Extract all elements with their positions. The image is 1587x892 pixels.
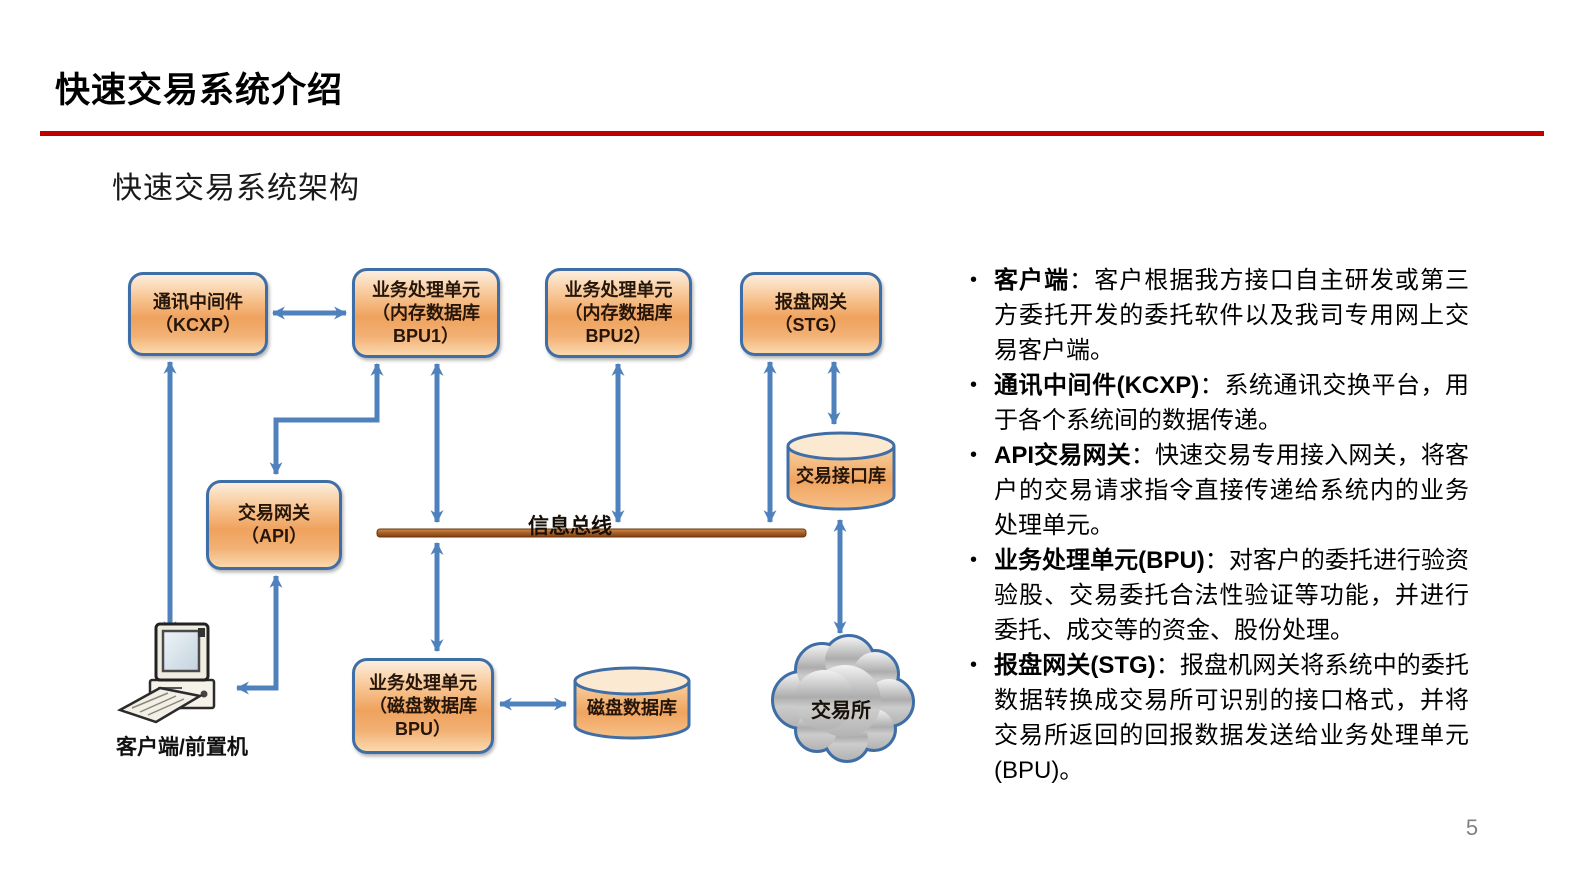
node-stg-label: 报盘网关 （STG） — [774, 292, 848, 335]
term-description: ：报盘机网关将系统中的委托数据转换成交易所可识别的接口格式，并将交易所返回的回报… — [994, 652, 1469, 784]
page-title: 快速交易系统介绍 — [55, 71, 344, 110]
node-bpu-disk-label: 业务处理单元 （磁盘数据库 BPU） — [369, 672, 477, 739]
page-number: 5 — [1465, 815, 1479, 840]
node-bpu-disk: 业务处理单元 （磁盘数据库 BPU） — [352, 658, 494, 754]
client-terminal-label: 客户端/前置机 — [116, 736, 248, 759]
list-item: 通讯中间件(KCXP)：系统通讯交换平台，用于各个系统间的数据传递。 — [967, 368, 1469, 438]
node-bpu2-label: 业务处理单元 （内存数据库 BPU2） — [564, 279, 673, 346]
node-bpu1: 业务处理单元 （内存数据库 BPU1） — [352, 268, 500, 358]
term: 通讯中间件(KCXP) — [994, 372, 1200, 399]
interface-db-cylinder-shape — [786, 431, 896, 511]
node-stg: 报盘网关 （STG） — [740, 272, 882, 356]
term-description: ：系统通讯交换平台，用于各个系统间的数据传递。 — [994, 372, 1470, 434]
node-bpu1-label: 业务处理单元 （内存数据库 BPU1） — [372, 279, 480, 346]
disk-db-label: 磁盘数据库 — [587, 698, 677, 718]
term-description: ：对客户的委托进行验资验股、交易委托合法性验证等功能，并进行委托、成交等的资金、… — [994, 547, 1470, 644]
interface-db-label: 交易接口库 — [796, 466, 886, 486]
term: 报盘网关(STG) — [994, 652, 1156, 679]
information-bus-label: 信息总线 — [528, 515, 612, 538]
term: 业务处理单元(BPU) — [994, 547, 1205, 574]
node-kcxp-label: 通讯中间件 （KCXP） — [153, 292, 243, 335]
node-kcxp: 通讯中间件 （KCXP） — [128, 272, 268, 356]
connector-arrows — [163, 306, 847, 711]
term: 客户端 — [994, 267, 1070, 294]
list-item: API交易网关：快速交易专用接入网关，将客户的交易请求指令直接传递给系统内的业务… — [967, 438, 1469, 543]
title-divider-rule — [40, 131, 1544, 136]
desktop-computer-icon — [116, 622, 216, 724]
node-bpu2: 业务处理单元 （内存数据库 BPU2） — [545, 268, 692, 358]
list-item: 客户端：客户根据我方接口自主研发或第三方委托开发的委托软件以及我司专用网上交易客… — [967, 263, 1469, 368]
term: API交易网关 — [994, 442, 1131, 469]
diagram-heading: 快速交易系统架构 — [112, 172, 360, 205]
information-bus-line — [376, 528, 807, 538]
list-item: 业务处理单元(BPU)：对客户的委托进行验资验股、交易委托合法性验证等功能，并进… — [967, 543, 1469, 648]
disk-db-cylinder-shape — [573, 666, 691, 740]
exchange-cloud-shape — [771, 634, 915, 763]
term-description: ：客户根据我方接口自主研发或第三方委托开发的委托软件以及我司专用网上交易客户端。 — [994, 267, 1470, 364]
definition-list: 客户端：客户根据我方接口自主研发或第三方委托开发的委托软件以及我司专用网上交易客… — [967, 263, 1469, 788]
exchange-cloud-label: 交易所 — [811, 700, 871, 722]
node-api-gateway: 交易网关 （API） — [206, 480, 342, 570]
term-description: ：快速交易专用接入网关，将客户的交易请求指令直接传递给系统内的业务处理单元。 — [994, 442, 1469, 539]
node-api-gateway-label: 交易网关 （API） — [238, 503, 310, 546]
list-item: 报盘网关(STG)：报盘机网关将系统中的委托数据转换成交易所可识别的接口格式，并… — [967, 648, 1469, 788]
